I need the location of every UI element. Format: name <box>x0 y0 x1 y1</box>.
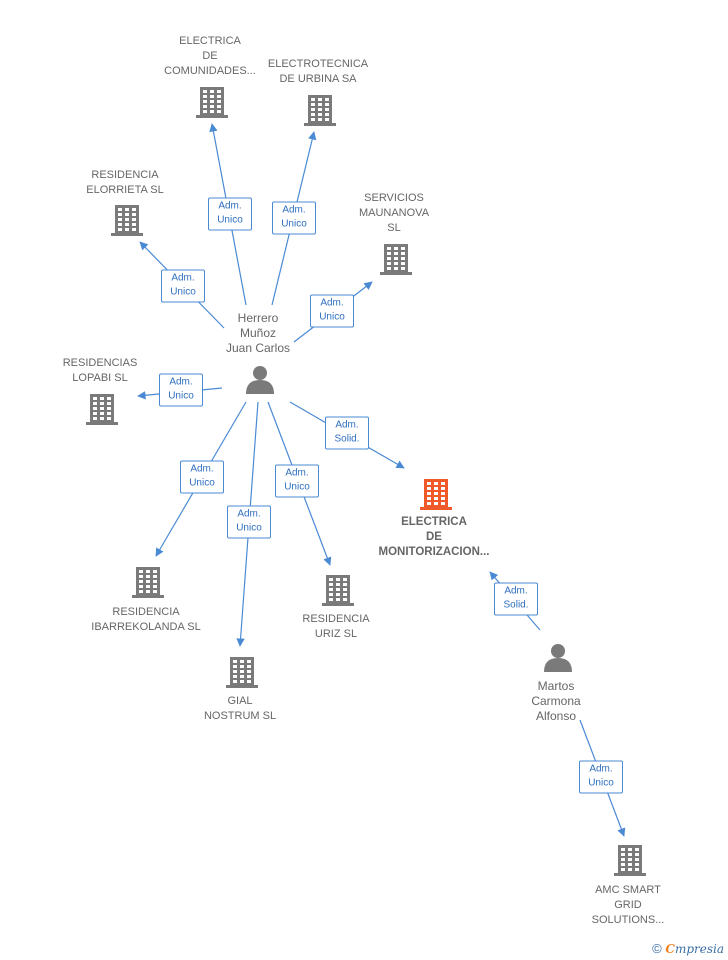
footer-brand[interactable]: © Cmpresia <box>652 941 724 956</box>
person-label-martos[interactable]: Martos Carmona Alfonso <box>531 679 581 723</box>
building-icon-comunidades[interactable] <box>196 87 228 118</box>
building-icon-ibarrekolanda[interactable] <box>132 567 164 598</box>
company-label-ibarrekolanda[interactable]: RESIDENCIA IBARREKOLANDA SL <box>91 606 201 633</box>
relation-label-herrero-comunidades[interactable]: Adm. Unico <box>208 197 252 231</box>
person-icon-martos[interactable] <box>544 644 572 672</box>
relation-label-herrero-elorrieta[interactable]: Adm. Unico <box>161 269 205 303</box>
building-icon-lopabi[interactable] <box>86 394 118 425</box>
company-label-urbina[interactable]: ELECTROTECNICA DE URBINA SA <box>267 58 369 85</box>
person-label-herrero[interactable]: Herrero Muñoz Juan Carlos <box>225 311 291 355</box>
building-icon-elorrieta[interactable] <box>111 205 143 236</box>
brand-logo: Cmpresia <box>665 942 724 956</box>
person-icon-herrero[interactable] <box>246 366 274 394</box>
relation-label-herrero-urbina[interactable]: Adm. Unico <box>272 201 316 235</box>
company-label-amc[interactable]: AMC SMART GRID SOLUTIONS... <box>591 884 665 926</box>
relation-label-herrero-gial[interactable]: Adm. Unico <box>227 505 271 539</box>
building-icon-gial[interactable] <box>226 657 258 688</box>
relation-label-martos-monitorizacion[interactable]: Adm. Solid. <box>494 582 538 616</box>
relation-label-herrero-lopabi[interactable]: Adm. Unico <box>159 373 203 407</box>
building-icon-urbina[interactable] <box>304 95 336 126</box>
company-label-lopabi[interactable]: RESIDENCIAS LOPABI SL <box>62 357 138 384</box>
company-label-monitorizacion[interactable]: ELECTRICA DE MONITORIZACION... <box>378 516 490 558</box>
relation-label-herrero-monitorizacion[interactable]: Adm. Solid. <box>325 416 369 450</box>
relation-label-martos-amc[interactable]: Adm. Unico <box>579 760 623 794</box>
company-label-comunidades[interactable]: ELECTRICA DE COMUNIDADES... <box>164 35 256 77</box>
copyright-icon: © <box>652 941 662 956</box>
relation-label-herrero-maunanova[interactable]: Adm. Unico <box>310 294 354 328</box>
company-label-elorrieta[interactable]: RESIDENCIA ELORRIETA SL <box>86 169 164 196</box>
building-icon-monitorizacion[interactable] <box>420 479 452 510</box>
building-icon-uriz[interactable] <box>322 575 354 606</box>
company-label-uriz[interactable]: RESIDENCIA URIZ SL <box>302 613 370 640</box>
relation-label-herrero-ibarrekolanda[interactable]: Adm. Unico <box>180 460 224 494</box>
relation-label-herrero-uriz[interactable]: Adm. Unico <box>275 464 319 498</box>
building-icon-maunanova[interactable] <box>380 244 412 275</box>
building-icon-amc[interactable] <box>614 845 646 876</box>
company-label-gial[interactable]: GIAL NOSTRUM SL <box>203 695 277 722</box>
company-label-maunanova[interactable]: SERVICIOS MAUNANOVA SL <box>358 192 430 234</box>
